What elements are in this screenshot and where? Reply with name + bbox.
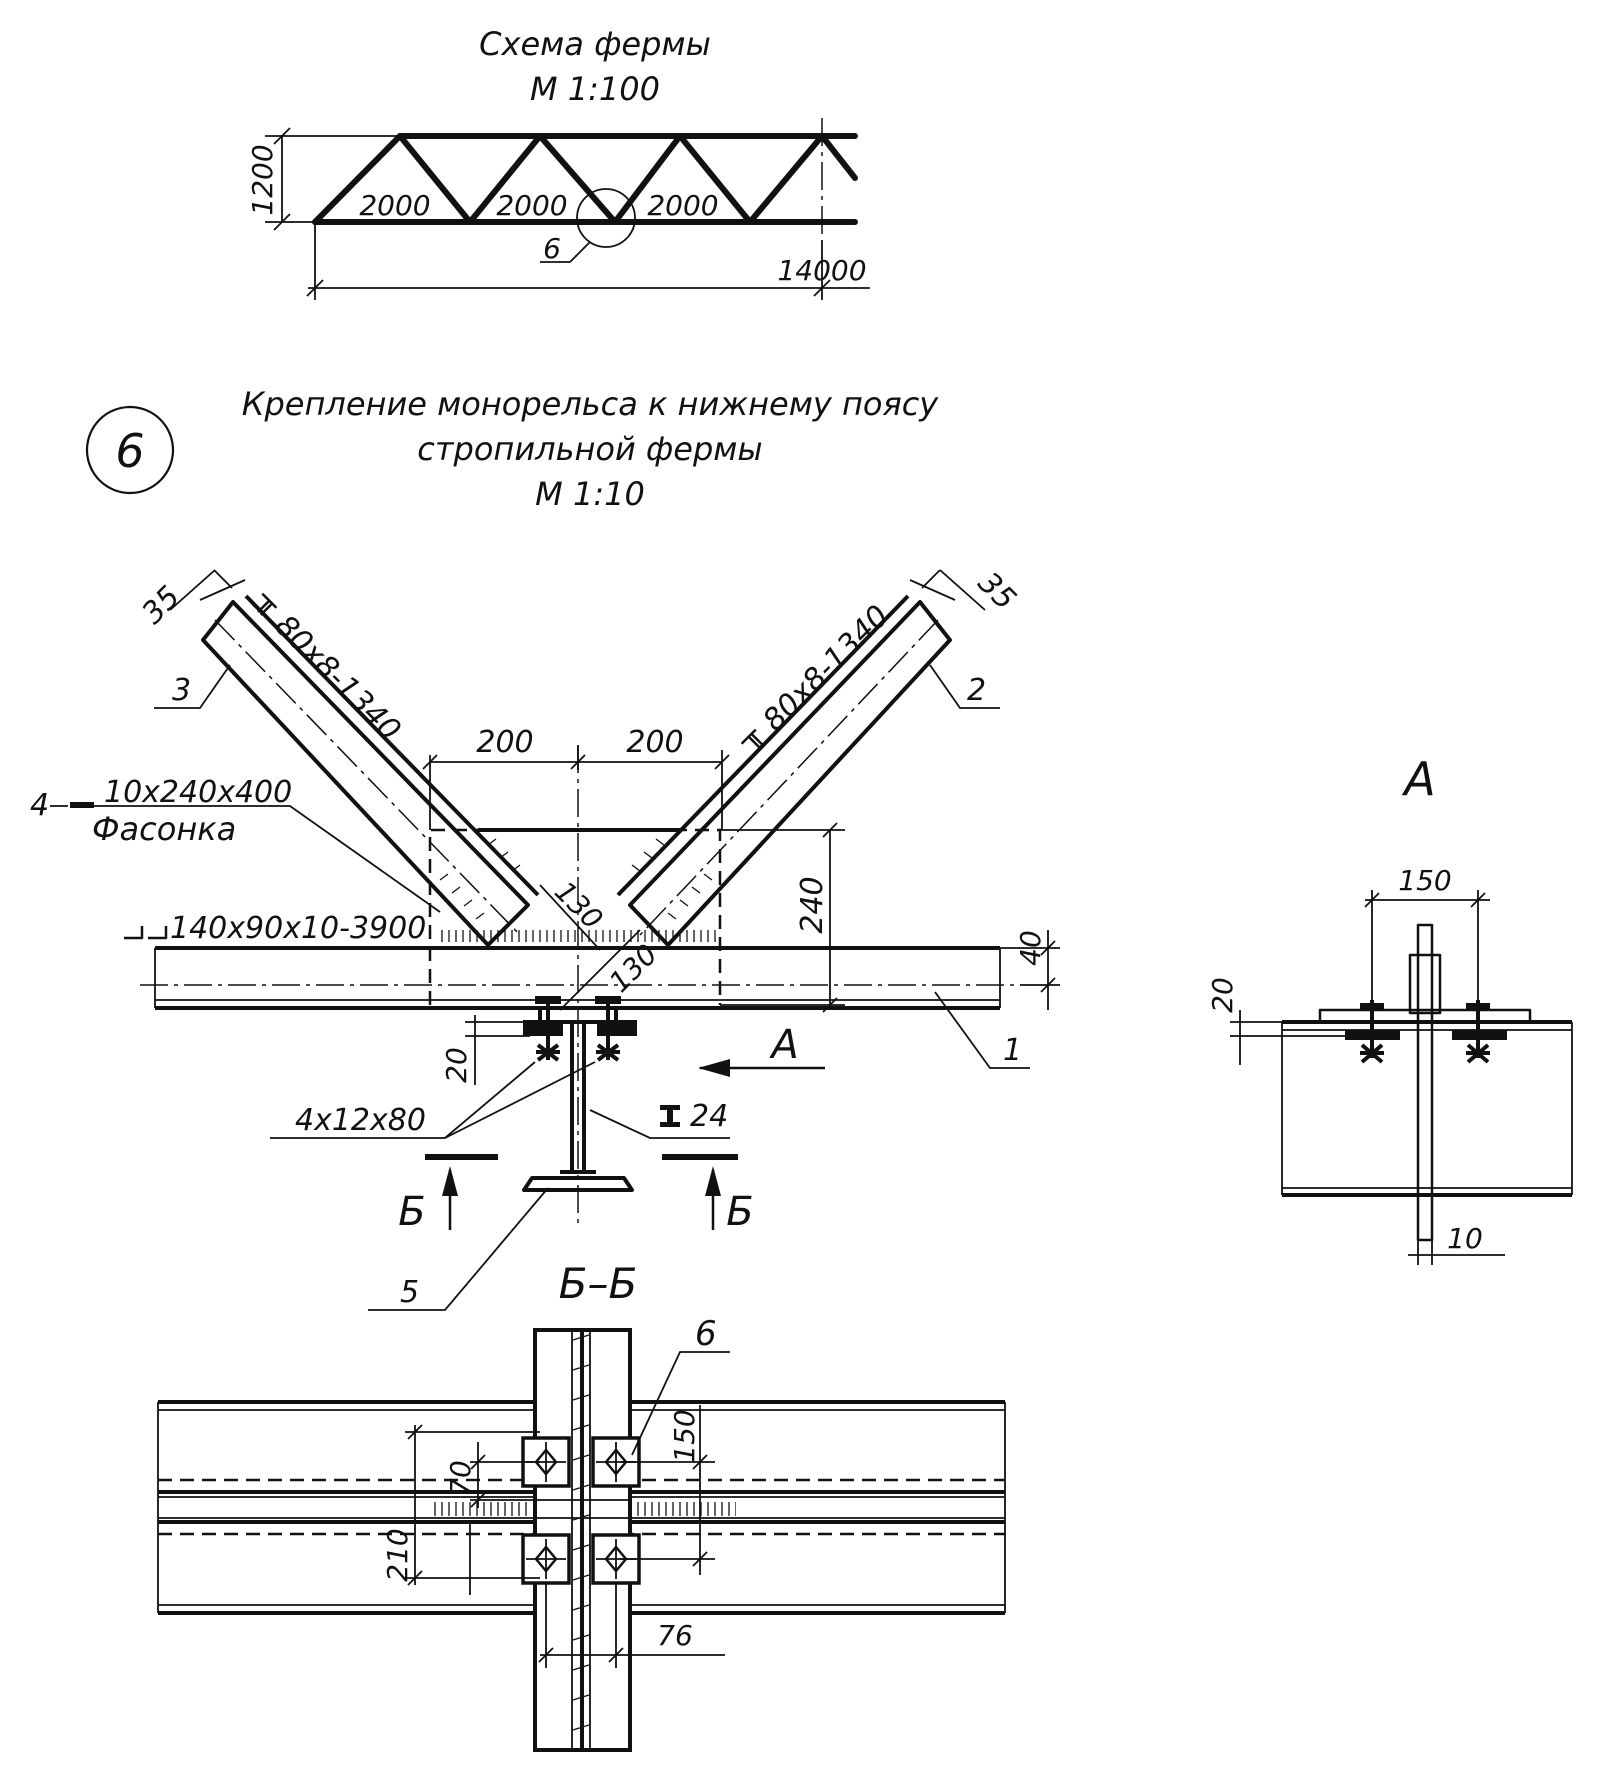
view-a-arrow — [698, 1059, 730, 1077]
clamp-bolts — [523, 996, 637, 1062]
pos-2-leader — [929, 664, 1000, 709]
pos-1-label: 1 — [1003, 1033, 1022, 1068]
section-letter-right: Б — [726, 1189, 753, 1235]
panel-dim-2: 2000 — [496, 189, 567, 222]
ibeam-leader — [589, 1109, 730, 1139]
section-bb: Б–Б — [157, 1259, 1006, 1752]
gusset-leader — [94, 805, 441, 913]
web-cut — [819, 133, 858, 181]
section-weld-right — [636, 1502, 736, 1516]
plate-symbol — [70, 802, 94, 808]
chord-profile: 140х90х10-3900 — [170, 911, 426, 946]
pos-1-leader — [934, 991, 1030, 1069]
right-brace — [628, 600, 952, 947]
ibeam-label: 24 — [690, 1099, 728, 1134]
brace-left-profile: 80х8-1340 — [268, 608, 407, 747]
left-brace — [201, 600, 530, 947]
view-a-dim-150: 150 — [1398, 864, 1451, 897]
left-brace-flange — [244, 594, 540, 897]
view-a-letter: А — [768, 1022, 798, 1068]
truss-height-dim: 1200 — [246, 144, 279, 215]
detail-scale: М 1:10 — [535, 475, 645, 513]
detail-6-drawing: 35 80х8-1340 35 80х8-1340 200 200 2 — [30, 565, 1060, 1311]
pos-3-leader — [154, 664, 231, 709]
panel-dim-1: 2000 — [359, 189, 430, 222]
section-dim-70: 70 — [444, 1460, 477, 1496]
bolts-leader-2 — [444, 1061, 596, 1139]
section-pos-6-leader — [631, 1351, 730, 1456]
section-pos-6: 6 — [695, 1314, 717, 1354]
gusset-name: Фасонка — [92, 810, 236, 848]
right-brace-axis — [639, 619, 939, 936]
scheme-scale: М 1:100 — [530, 70, 660, 108]
section-letter-left: Б — [398, 1189, 425, 1235]
truss-scheme: Схема фермы М 1:100 1200 2000 2000 2000 … — [246, 25, 870, 300]
web-members — [312, 133, 825, 225]
view-a-dim-20: 20 — [1206, 977, 1239, 1013]
dim-240: 240 — [795, 876, 830, 933]
section-bb-title: Б–Б — [559, 1259, 638, 1308]
bolts-label: 4х12х80 — [295, 1103, 426, 1138]
brace-right-profile: 80х8-1340 — [756, 599, 895, 738]
dim-40: 40 — [1014, 930, 1047, 966]
monorail-ibeam — [522, 1006, 634, 1192]
section-dim-76: 76 — [657, 1619, 693, 1652]
detail-title-block: 6 Крепление монорельса к нижнему поясу с… — [85, 385, 940, 513]
right-brace-flange — [616, 594, 910, 897]
gusset-weld-hatch — [438, 930, 720, 942]
detail-title-line1: Крепление монорельса к нижнему поясу — [242, 385, 940, 423]
span-dim: 14000 — [777, 254, 866, 287]
detail-title-line2: стропильной фермы — [417, 430, 762, 468]
dim-35-left: 35 — [135, 579, 187, 631]
detail-marker-circle — [85, 405, 175, 495]
panel-dim-3: 2000 — [647, 189, 718, 222]
detail-callout-number: 6 — [543, 232, 561, 265]
scheme-title: Схема фермы — [479, 25, 711, 63]
section-weld-left — [430, 1502, 530, 1516]
pos-3-label: 3 — [172, 673, 191, 708]
brace-weld-hatching — [439, 838, 713, 920]
section-dim-150: 150 — [668, 1409, 701, 1462]
gusset-number: 4 — [30, 788, 49, 823]
gusset-size: 10х240х400 — [104, 775, 292, 810]
detail-marker-number: 6 — [115, 424, 144, 478]
pos-2-label: 2 — [967, 673, 986, 708]
dim-20-detail: 20 — [440, 1047, 473, 1083]
angle-pair-symbol — [124, 926, 168, 940]
dim-130-a: 130 — [548, 875, 609, 936]
view-a-gusset — [1416, 923, 1434, 1242]
view-a-title: А — [1401, 752, 1435, 806]
dim-35-right: 35 — [971, 565, 1023, 617]
pos-5-label: 5 — [400, 1275, 419, 1310]
brace-left-label: 80х8-1340 — [257, 592, 407, 748]
left-brace-axis — [214, 619, 521, 936]
dim-200-right: 200 — [626, 725, 683, 760]
ibeam-symbol — [660, 1105, 680, 1127]
view-a-plate — [1318, 1008, 1532, 1024]
brace-right-label: 80х8-1340 — [740, 599, 896, 749]
pos-5-leader — [368, 1187, 549, 1311]
section-dim-210: 210 — [381, 1528, 414, 1581]
dim-200-left: 200 — [476, 725, 533, 760]
view-a-dim-10: 10 — [1447, 1222, 1483, 1255]
view-a: А 150 20 — [1206, 752, 1573, 1265]
detail-callout-circle — [576, 188, 636, 248]
